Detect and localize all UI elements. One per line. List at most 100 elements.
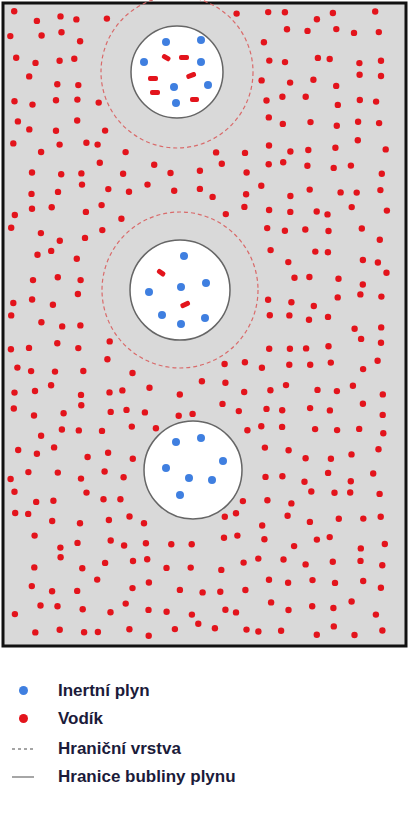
hydrogen-dot xyxy=(354,189,360,195)
hydrogen-dot xyxy=(32,60,38,66)
legend-swatch xyxy=(19,686,28,695)
hydrogen-dot xyxy=(59,323,65,329)
hydrogen-dot xyxy=(372,8,378,14)
hydrogen-dot xyxy=(8,225,14,231)
hydrogen-dot xyxy=(55,469,61,475)
hydrogen-dot xyxy=(81,629,87,635)
hydrogen-dot xyxy=(325,343,331,349)
hydrogen-dot xyxy=(209,194,215,200)
hydrogen-dot xyxy=(384,207,390,213)
hydrogen-dot xyxy=(378,340,384,346)
hydrogen-dot xyxy=(301,479,307,485)
hydrogen-dot xyxy=(330,605,336,611)
hydrogen-dot xyxy=(374,358,380,364)
hydrogen-dot xyxy=(12,510,18,516)
hydrogen-dot xyxy=(146,385,152,391)
hydrogen-dot xyxy=(312,248,318,254)
hydrogen-dot xyxy=(176,413,182,419)
hydrogen-dot xyxy=(347,489,353,495)
hydrogen-dot xyxy=(53,97,59,103)
hydrogen-dot xyxy=(177,587,183,593)
hydrogen-dot xyxy=(26,73,32,79)
hydrogen-dot xyxy=(378,293,384,299)
hydrogen-dot xyxy=(332,580,338,586)
hydrogen-dot xyxy=(314,208,320,214)
hydrogen-dot xyxy=(77,322,83,328)
hydrogen-dot xyxy=(79,565,85,571)
hydrogen-dot xyxy=(78,402,84,408)
hydrogen-dot xyxy=(146,579,152,585)
hydrogen-dot xyxy=(123,600,129,606)
hydrogen-dot xyxy=(280,121,286,127)
hydrogen-dot xyxy=(330,559,336,565)
hydrogen-dot xyxy=(104,356,110,362)
hydrogen-dot xyxy=(142,409,148,415)
hydrogen-dot xyxy=(199,378,205,384)
hydrogen-dot xyxy=(76,427,82,433)
hydrogen-dot xyxy=(99,227,105,233)
hydrogen-dot xyxy=(126,513,132,519)
hydrogen-dot xyxy=(258,183,264,189)
hydrogen-dot xyxy=(54,340,60,346)
legend-label: Inertní plyn xyxy=(58,681,150,701)
hydrogen-dot xyxy=(54,81,60,87)
hydrogen-dot xyxy=(31,564,37,570)
hydrogen-dot xyxy=(143,540,149,546)
hydrogen-dot xyxy=(360,515,366,521)
hydrogen-dot xyxy=(78,392,84,398)
hydrogen-dot xyxy=(261,536,267,542)
hydrogen-dot xyxy=(151,162,157,168)
hydrogen-dot xyxy=(101,468,107,474)
bubble-contents xyxy=(162,434,227,499)
hydrogen-dot xyxy=(337,189,343,195)
hydrogen-dot xyxy=(378,585,384,591)
hydrogen-dot xyxy=(217,589,223,595)
hydrogen-dot xyxy=(334,123,340,129)
hydrogen-dot xyxy=(285,259,291,265)
hydrogen-dot xyxy=(197,186,203,192)
hydrogen-dot xyxy=(304,163,310,169)
hydrogen-dot xyxy=(102,127,108,133)
gas-bubble xyxy=(130,240,230,340)
hydrogen-dot xyxy=(373,98,379,104)
hydrogen-dot xyxy=(307,186,313,192)
hydrogen-dot xyxy=(278,628,284,634)
hydrogen-dot xyxy=(8,312,14,318)
hydrogen-dot xyxy=(7,33,13,39)
hydrogen-dot xyxy=(370,470,376,476)
hydrogen-dot xyxy=(145,607,151,613)
hydrogen-dot xyxy=(26,345,32,351)
hydrogen-dot xyxy=(357,291,363,297)
hydrogen-dot xyxy=(120,474,126,480)
hydrogen-dot xyxy=(286,312,292,318)
hydrogen-dot xyxy=(287,193,293,199)
hydrogen-dot xyxy=(144,181,150,187)
hydrogen-dot xyxy=(263,406,269,412)
hydrogen-dot xyxy=(38,433,44,439)
hydrogen-dot xyxy=(221,535,227,541)
hydrogen-dot xyxy=(336,516,342,522)
hydrogen-dot xyxy=(188,564,194,570)
hydrogen-dot xyxy=(350,383,356,389)
hydrogen-dot xyxy=(233,609,239,615)
hydrogen-dot xyxy=(123,407,129,413)
hydrogen-dot xyxy=(53,128,59,134)
hydrogen-dot xyxy=(267,312,273,318)
hydrogen-dot xyxy=(10,140,16,146)
hydrogen-dot xyxy=(11,8,17,14)
hydrogen-dot xyxy=(360,281,366,287)
legend-label: Vodík xyxy=(58,709,103,729)
hydrogen-dot xyxy=(12,611,18,617)
hydrogen-dot xyxy=(99,428,105,434)
hydrogen-dot xyxy=(351,326,357,332)
hydrogen-dot xyxy=(75,82,81,88)
hydrogen-dot xyxy=(83,489,89,495)
hydrogen-dot xyxy=(107,609,113,615)
hydrogen-dot xyxy=(285,447,291,453)
hydrogen-dot xyxy=(74,540,80,546)
hydrogen-dot xyxy=(282,228,288,234)
hydrogen-dot xyxy=(144,556,150,562)
hydrogen-dot xyxy=(222,514,228,520)
hydrogen-dot xyxy=(348,162,354,168)
